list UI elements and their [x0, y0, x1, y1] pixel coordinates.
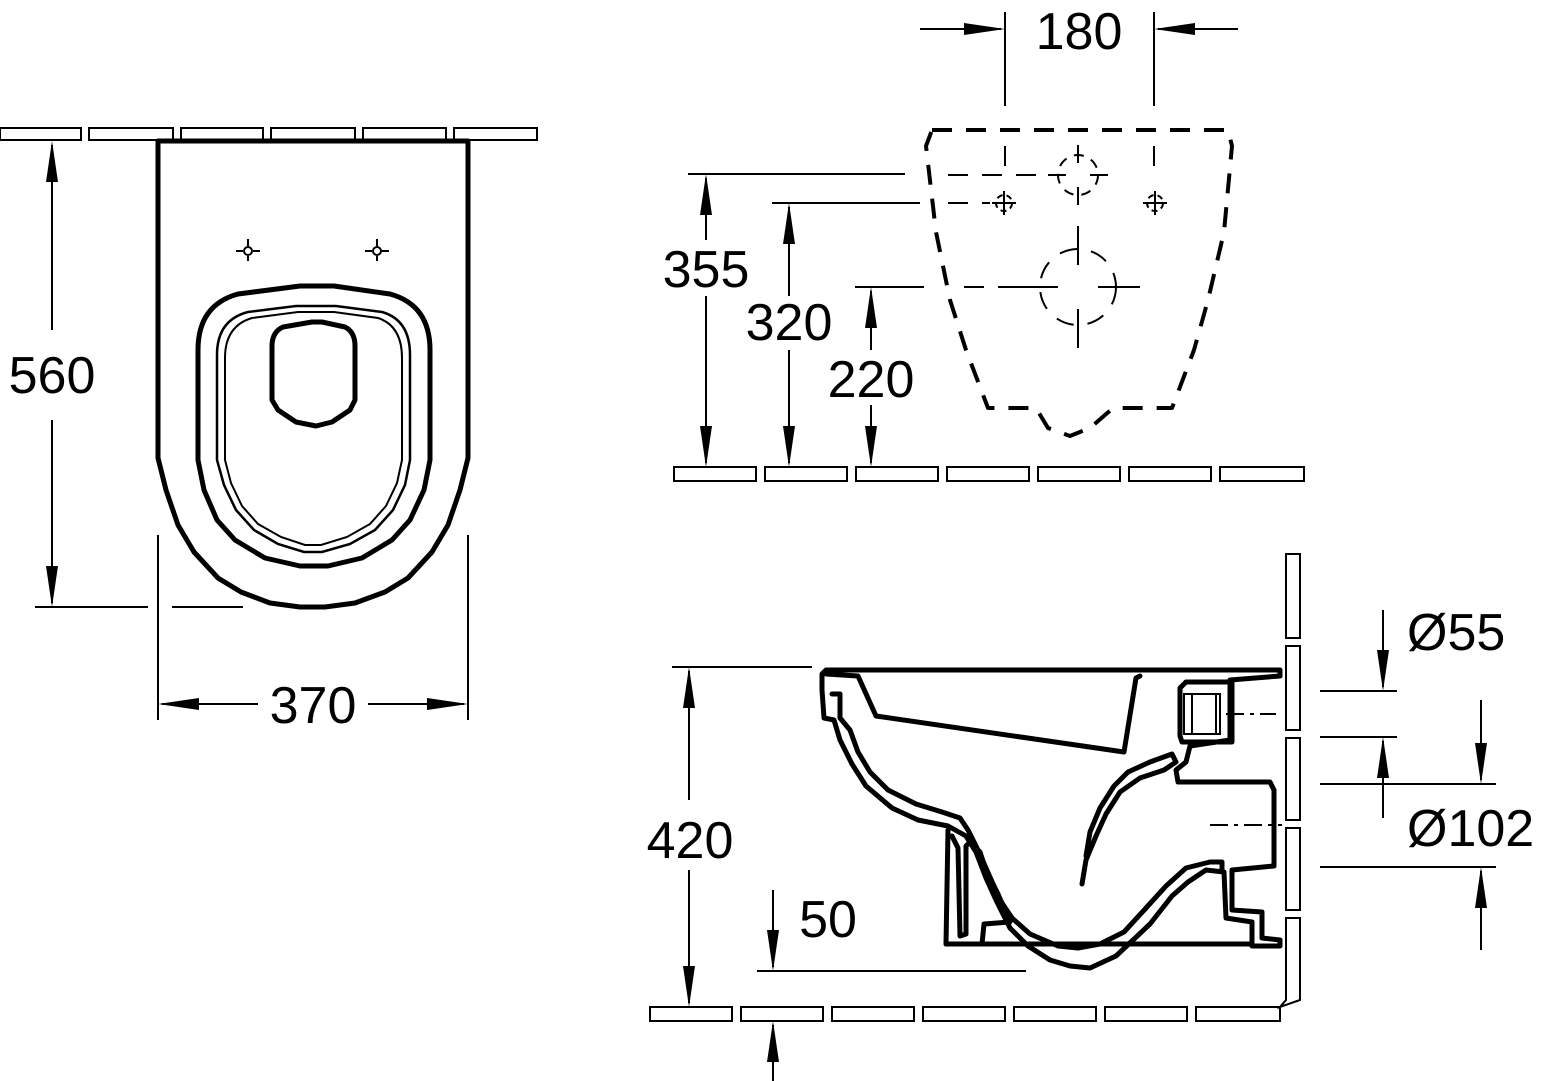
dim-height: 420 [647, 666, 812, 1007]
side-view-wall [1276, 553, 1301, 1010]
dim-offset: 50 [757, 890, 1026, 1081]
dim-height-middle-label: 320 [746, 294, 833, 352]
top-view-fixing-right-icon [365, 239, 389, 261]
dim-diameter-large-label: Ø102 [1407, 800, 1534, 858]
front-view-fixing-right-icon [1143, 191, 1167, 215]
front-view: 180 355 320 220 [663, 3, 1305, 482]
side-view-foot [943, 827, 1013, 947]
top-view: 560 370 [0, 127, 538, 735]
side-view-bowl-outline [819, 667, 1283, 971]
dim-height-label: 420 [647, 812, 734, 870]
dim-height-lower: 220 [828, 286, 924, 467]
side-view-bowl-rim [823, 671, 1143, 755]
top-view-seat-inner [215, 304, 412, 554]
top-view-bowl-outline [155, 138, 471, 610]
top-view-wall [0, 127, 538, 141]
top-view-seat-outer [195, 283, 433, 569]
dim-offset-label: 50 [799, 891, 857, 949]
dim-height-lower-label: 220 [828, 351, 915, 409]
top-view-seat-inner-line [224, 311, 403, 546]
front-view-bowl-outline [924, 128, 1234, 438]
dim-diameter-small-label: Ø55 [1407, 604, 1505, 662]
front-view-floor [673, 466, 1305, 482]
dim-spacing-label: 180 [1036, 3, 1123, 61]
top-view-bowl-opening [269, 319, 358, 429]
front-view-water-inlet-icon [1048, 145, 1108, 205]
front-view-waste-outlet-icon [1018, 226, 1140, 348]
dim-height-upper: 355 [663, 173, 905, 467]
front-view-fixing-left-icon [992, 191, 1016, 215]
dim-depth-label: 560 [9, 347, 96, 405]
side-view: 420 50 Ø55 Ø102 [647, 553, 1534, 1081]
dim-height-upper-label: 355 [663, 241, 750, 299]
dim-width: 370 [158, 677, 468, 735]
side-view-floor [649, 1006, 1281, 1022]
dim-width-label: 370 [270, 677, 357, 735]
dim-diameter-large: Ø102 [1320, 700, 1534, 950]
top-view-fixing-left-icon [236, 239, 260, 261]
dim-height-middle: 320 [746, 202, 920, 467]
side-view-inlet-pipe [1183, 693, 1221, 735]
side-view-inlet-connector [1177, 679, 1235, 745]
dim-depth: 560 [9, 141, 96, 607]
dim-spacing: 180 [920, 3, 1238, 106]
dim-diameter-small: Ø55 [1320, 604, 1505, 818]
side-view-trap-outlet [1079, 751, 1179, 887]
